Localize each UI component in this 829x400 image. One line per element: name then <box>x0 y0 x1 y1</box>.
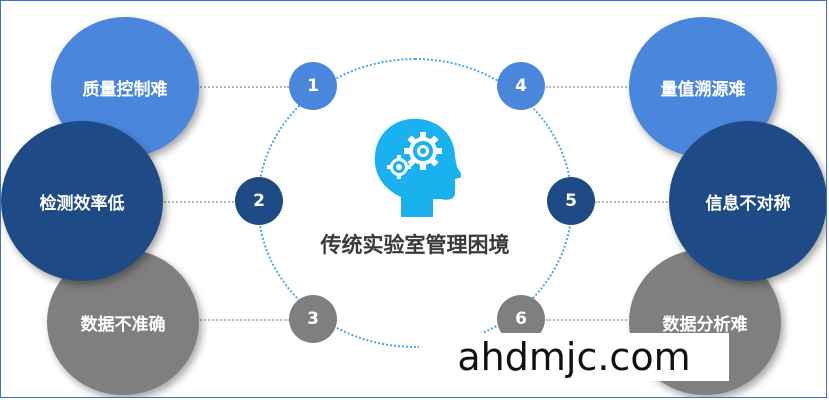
connector-1 <box>197 86 289 88</box>
watermark-text: ahdmjc.com <box>419 333 729 381</box>
number-6: 6 <box>515 309 527 329</box>
number-badge-3: 3 <box>289 295 337 343</box>
issue-label-2: 检测效率低 <box>39 193 125 214</box>
number-5: 5 <box>565 191 577 211</box>
number-3: 3 <box>307 309 319 329</box>
center-title: 传统实验室管理困境 <box>320 233 510 257</box>
number-4: 4 <box>515 76 527 96</box>
connector-4 <box>546 86 638 88</box>
number-2: 2 <box>253 191 265 211</box>
number-badge-4: 4 <box>497 62 545 110</box>
issue-label-4: 量值溯源难 <box>660 79 746 100</box>
gear-head-icon <box>374 118 461 217</box>
connector-5 <box>595 201 675 203</box>
issue-label-3: 数据不准确 <box>80 314 166 335</box>
connector-6 <box>546 319 638 321</box>
issue-label-1: 质量控制难 <box>82 79 168 100</box>
connector-3 <box>197 319 289 321</box>
number-badge-1: 1 <box>289 62 337 110</box>
number-1: 1 <box>307 76 319 96</box>
number-badge-5: 5 <box>547 177 595 225</box>
connector-2 <box>161 201 237 203</box>
number-badge-2: 2 <box>235 177 283 225</box>
issue-circle-2: 检测效率低 <box>1 121 163 281</box>
issue-label-5: 信息不对称 <box>705 193 791 214</box>
issue-circle-5: 信息不对称 <box>669 121 826 281</box>
issue-label-6: 数据分析难 <box>662 314 748 335</box>
